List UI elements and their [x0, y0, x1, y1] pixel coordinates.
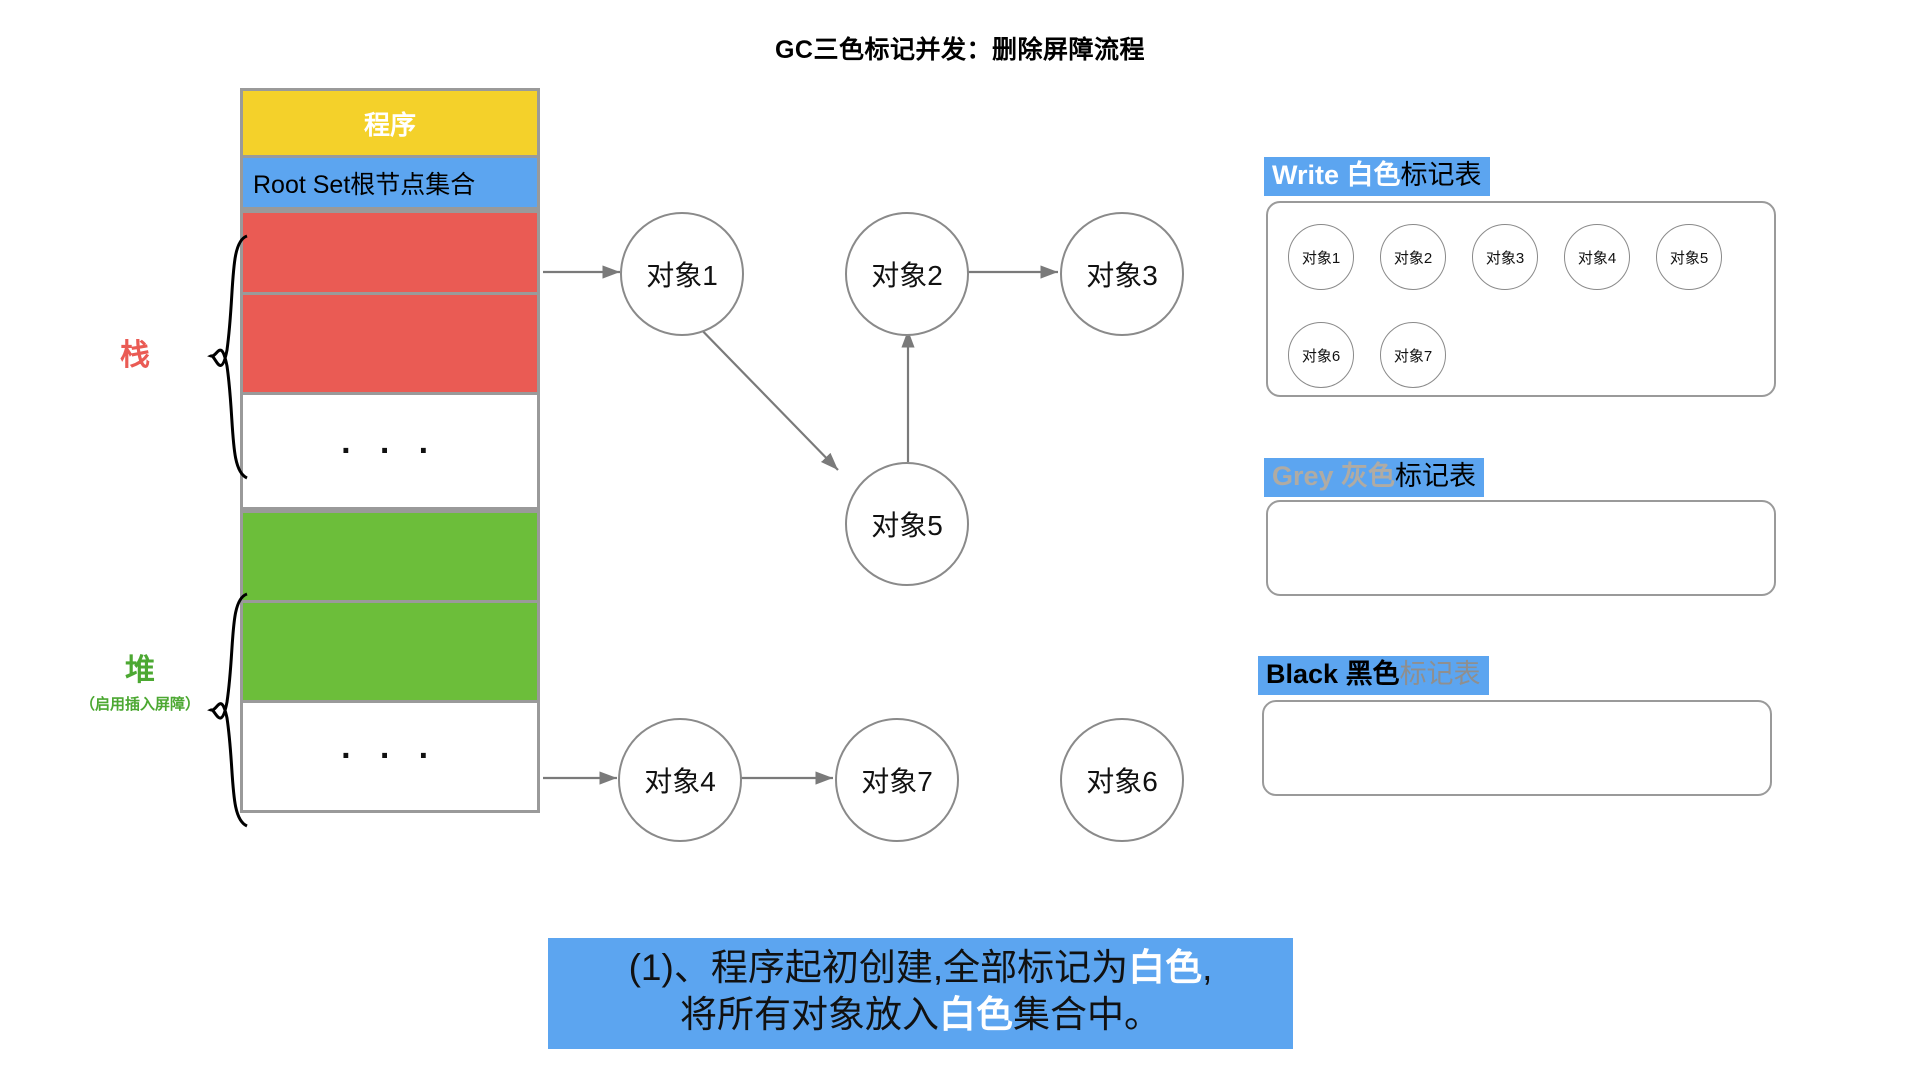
- step-caption: (1)、程序起初创建,全部标记为白色, 将所有对象放入白色集合中。: [548, 938, 1293, 1049]
- caption-line1-a: (1)、程序起初创建,全部标记为: [628, 947, 1129, 988]
- graph-node-object5[interactable]: 对象5: [845, 462, 969, 586]
- caption-line1: (1)、程序起初创建,全部标记为白色,: [629, 947, 1213, 988]
- caption-line2-b: 集合中。: [1013, 994, 1161, 1036]
- white-chip-4[interactable]: 对象4: [1564, 224, 1630, 290]
- black-mark-table-header: Black 黑色标记表: [1258, 656, 1489, 696]
- graph-node-object4[interactable]: 对象4: [618, 718, 742, 842]
- white-chip-3[interactable]: 对象3: [1472, 224, 1538, 290]
- program-cell: 程序: [240, 88, 540, 158]
- root-set-cell: Root Set根节点集合: [240, 158, 540, 210]
- stack-cell-1: [240, 210, 540, 295]
- graph-node-object3[interactable]: 对象3: [1060, 212, 1184, 336]
- graph-node-object6[interactable]: 对象6: [1060, 718, 1184, 842]
- stack-cell-2: [240, 295, 540, 395]
- white-chip-1[interactable]: 对象1: [1288, 224, 1354, 290]
- heap-label-note: （启用插入屏障）: [79, 696, 200, 713]
- black-mark-table-box: [1262, 700, 1772, 796]
- white-header-en: Write: [1272, 160, 1347, 190]
- black-header-cn: 标记表: [1399, 659, 1481, 689]
- white-chip-2[interactable]: 对象2: [1380, 224, 1446, 290]
- heap-cell-2: [240, 603, 540, 703]
- grey-mark-table-header: Grey 灰色标记表: [1264, 458, 1485, 498]
- white-header-cn-hl: 白色: [1346, 160, 1401, 190]
- heap-ellipsis-cell: · · ·: [240, 703, 540, 813]
- grey-header-cn: 标记表: [1395, 461, 1477, 491]
- white-chip-5[interactable]: 对象5: [1656, 224, 1722, 290]
- graph-node-object2[interactable]: 对象2: [845, 212, 969, 336]
- heap-label-text: 堆: [125, 654, 155, 687]
- caption-line1-highlight: 白色: [1128, 947, 1203, 988]
- grey-header-en: Grey: [1272, 461, 1342, 491]
- page-title: GC三色标记并发：删除屏障流程: [774, 36, 1145, 64]
- black-header-en: Black: [1266, 659, 1346, 689]
- grey-header-cn-hl: 灰色: [1341, 461, 1396, 491]
- white-header-cn: 标记表: [1400, 160, 1482, 190]
- graph-node-object7[interactable]: 对象7: [835, 718, 959, 842]
- caption-line2: 将所有对象放入白色集合中。: [548, 991, 1293, 1038]
- graph-node-object1[interactable]: 对象1: [620, 212, 744, 336]
- caption-line1-b: ,: [1202, 947, 1213, 988]
- caption-line2-a: 将所有对象放入: [680, 994, 939, 1036]
- heap-label: 堆 （启用插入屏障）: [40, 645, 240, 714]
- black-header-cn-hl: 黑色: [1345, 659, 1400, 689]
- caption-line2-highlight: 白色: [939, 994, 1013, 1036]
- white-mark-table-header: Write 白色标记表: [1264, 157, 1490, 197]
- memory-column: 程序 Root Set根节点集合 · · · · · ·: [240, 88, 540, 813]
- heap-brace: [207, 592, 248, 828]
- white-chip-7[interactable]: 对象7: [1380, 322, 1446, 388]
- stack-brace: [207, 234, 248, 480]
- white-chip-6[interactable]: 对象6: [1288, 322, 1354, 388]
- stack-ellipsis-cell: · · ·: [240, 395, 540, 510]
- stack-label: 栈: [70, 330, 200, 374]
- grey-mark-table-box: [1266, 500, 1776, 596]
- stack-label-text: 栈: [120, 339, 150, 372]
- heap-cell-1: [240, 510, 540, 603]
